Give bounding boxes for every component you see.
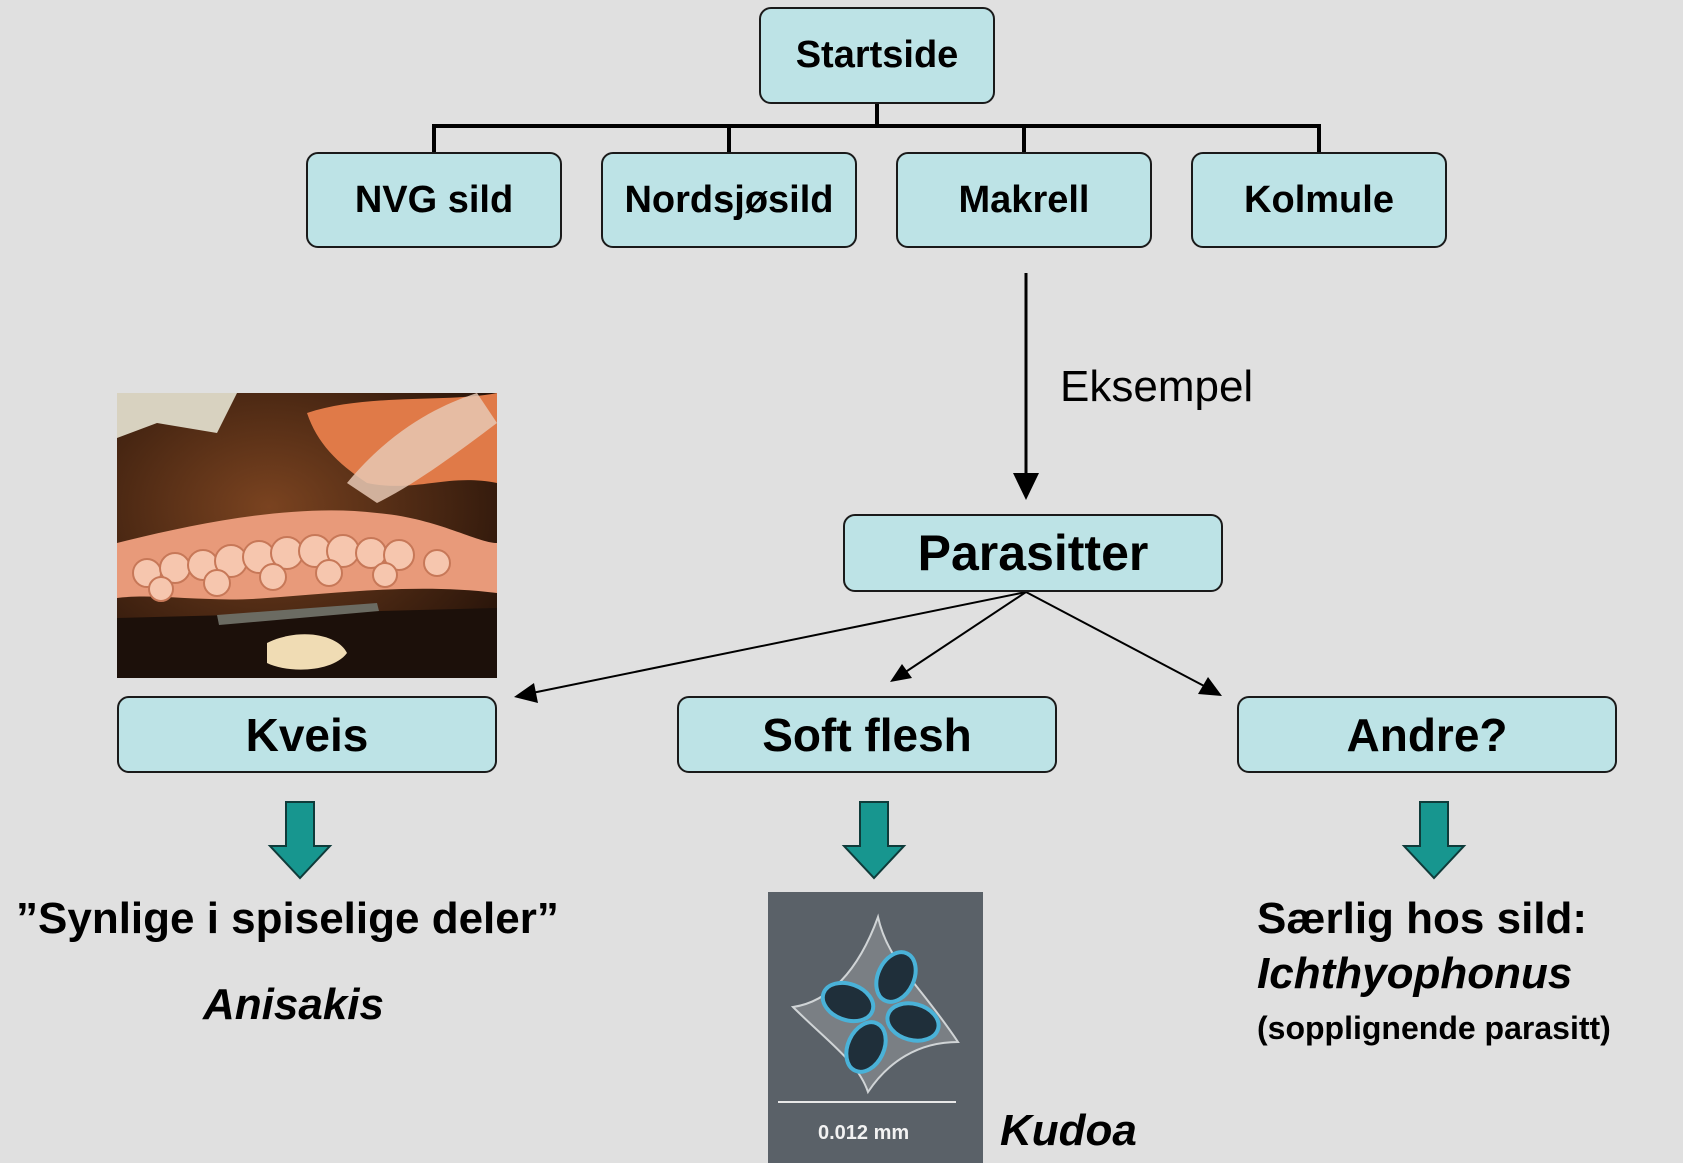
kudoa-micrograph-illustration bbox=[768, 892, 983, 1163]
kveis-quote: ”Synlige i spiselige deler” bbox=[16, 894, 559, 943]
kudoa-scale-label: 0.012 mm bbox=[818, 1122, 910, 1144]
andre-line1: Særlig hos sild: bbox=[1257, 894, 1588, 943]
anisakis-photo bbox=[117, 393, 497, 678]
soft-flesh-species-name: Kudoa bbox=[1000, 1106, 1137, 1155]
kveis-species-name: Anisakis bbox=[203, 980, 384, 1029]
andre-species-name: Ichthyophonus bbox=[1257, 949, 1573, 998]
branch-arrows bbox=[514, 591, 1222, 703]
down-arrows bbox=[267, 801, 1467, 880]
node-soft-flesh: Soft flesh bbox=[677, 696, 1057, 773]
andre-note: (sopplignende parasitt) bbox=[1257, 1010, 1611, 1046]
edge-label-eksempel: Eksempel bbox=[1060, 362, 1254, 411]
anisakis-photo-illustration bbox=[117, 393, 497, 678]
kudoa-micrograph: 0.012 mm bbox=[768, 892, 983, 1163]
down-arrow-andre bbox=[1401, 801, 1467, 880]
node-kolmule: Kolmule bbox=[1191, 152, 1447, 248]
node-makrell: Makrell bbox=[896, 152, 1152, 248]
node-kveis: Kveis bbox=[117, 696, 497, 773]
tree-connectors bbox=[432, 104, 1321, 153]
node-startside: Startside bbox=[759, 7, 995, 104]
node-parasitter: Parasitter bbox=[843, 514, 1223, 592]
node-nordsjosild: Nordsjøsild bbox=[601, 152, 857, 248]
node-nvg-sild: NVG sild bbox=[306, 152, 562, 248]
down-arrow-soft-flesh bbox=[841, 801, 907, 880]
node-andre: Andre? bbox=[1237, 696, 1617, 773]
down-arrow-kveis bbox=[267, 801, 333, 880]
example-arrow bbox=[1013, 273, 1039, 500]
